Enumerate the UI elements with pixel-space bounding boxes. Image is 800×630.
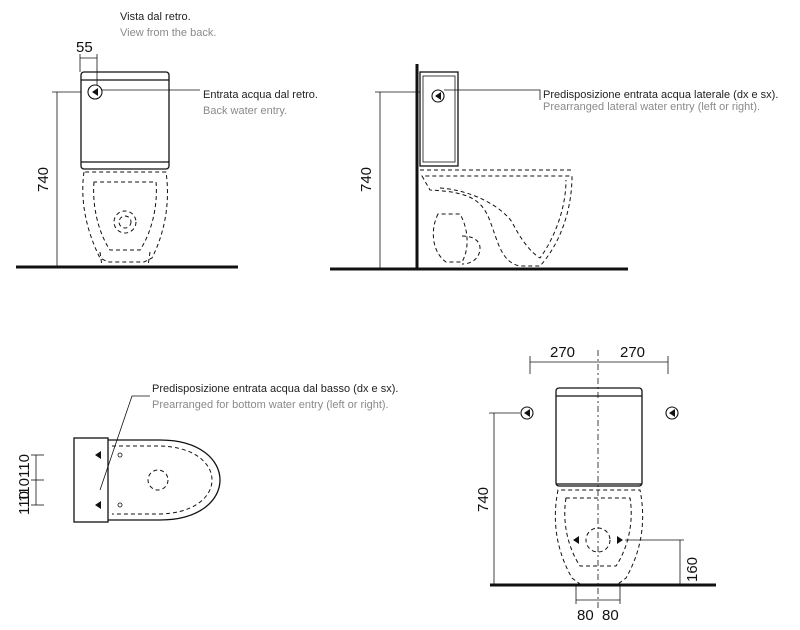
front-view-outlet — [585, 527, 611, 553]
top-view: Predisposizione entrata acqua dal basso … — [16, 383, 398, 523]
front-bottom-right-entry-icon — [617, 536, 623, 544]
top-view-outlet — [147, 469, 169, 491]
front-view-left-width: 270 — [550, 344, 575, 361]
bottom-entry-lower-icon — [95, 501, 101, 509]
top-view-bowl — [108, 439, 221, 521]
top-view-dim-upper: 110 — [16, 454, 33, 478]
side-view-trap — [432, 213, 468, 263]
bottom-entry-leader — [99, 395, 150, 491]
front-view-tank — [555, 387, 643, 487]
back-view: Vista dal retro. View from the back. 55 … — [16, 11, 318, 269]
side-view-height-dim: 740 — [358, 167, 375, 192]
back-view-bowl — [82, 171, 168, 263]
back-view-height-dim: 740 — [35, 167, 52, 192]
top-view-dim-upper2: 110 — [16, 478, 33, 502]
bottom-entry-label-en: Prearranged for bottom water entry (left… — [152, 399, 389, 411]
back-view-width-dim: 55 — [76, 39, 93, 56]
front-bottom-left-entry-icon — [573, 536, 579, 544]
back-entry-label-en: Back water entry. — [203, 105, 287, 117]
back-view-tank — [80, 71, 170, 170]
side-view-bowl — [421, 175, 573, 267]
front-view-bowl — [554, 489, 644, 585]
front-view-height-dim: 740 — [475, 487, 492, 512]
bottom-entry-upper-icon — [95, 451, 101, 459]
side-entry-label-en: Prearranged lateral water entry (left or… — [543, 101, 760, 113]
side-view-tank — [419, 71, 459, 167]
front-view-right-width: 270 — [620, 344, 645, 361]
side-view: Predisposizione entrata acqua laterale (… — [330, 64, 778, 271]
bottom-entry-label-it: Predisposizione entrata acqua dal basso … — [152, 383, 398, 395]
side-entry-label-it: Predisposizione entrata acqua laterale (… — [543, 89, 778, 101]
side-entry-leader — [444, 89, 541, 100]
top-view-tank — [73, 437, 109, 523]
top-view-dim-lower: 110 — [16, 491, 33, 515]
front-view-bottom-left: 80 — [577, 607, 594, 624]
front-view: 270 270 740 160 80 80 — [475, 344, 716, 624]
back-view-outlet — [113, 210, 137, 234]
back-view-title-it: Vista dal retro. — [120, 11, 191, 23]
back-entry-label-it: Entrata acqua dal retro. — [203, 89, 318, 101]
front-view-outlet-height: 160 — [684, 557, 701, 582]
front-view-bottom-right: 80 — [602, 607, 619, 624]
back-view-title-en: View from the back. — [120, 27, 216, 39]
